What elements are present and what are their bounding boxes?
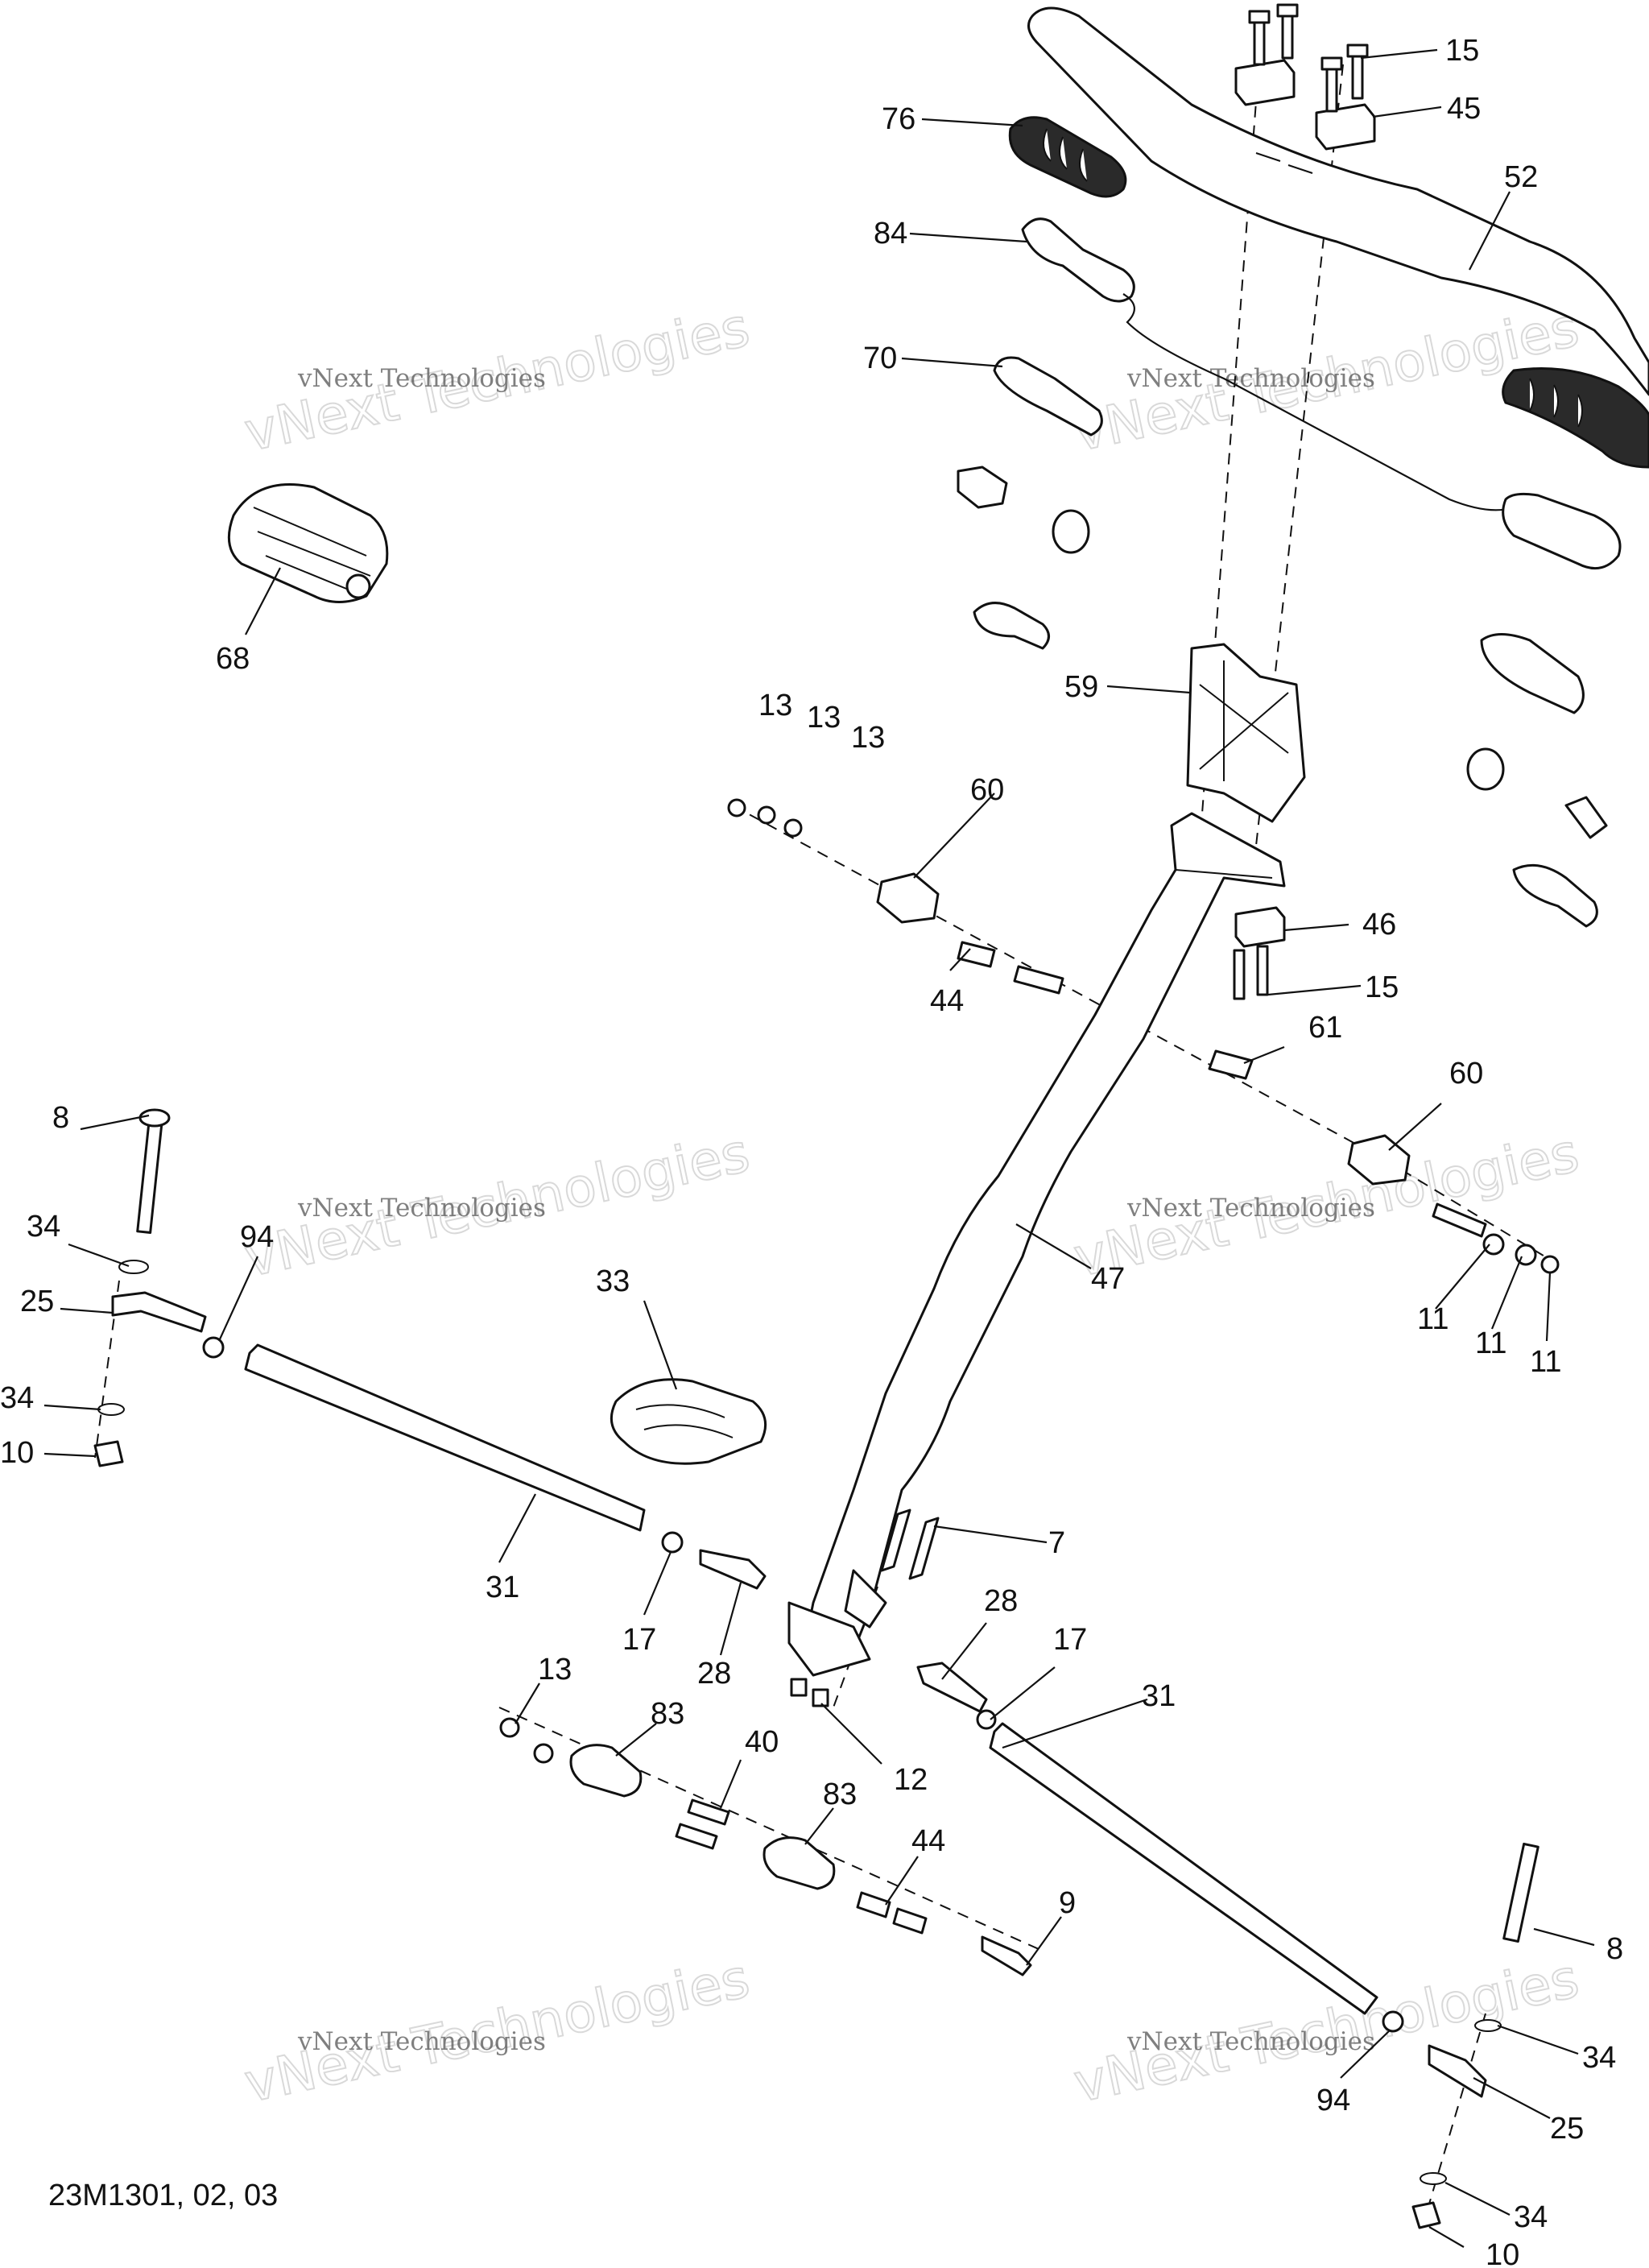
upper-linkage: [727, 798, 1560, 1274]
watermark: vNext Technologies: [297, 1194, 546, 1223]
riser-block: [1186, 643, 1306, 823]
callout-59: 59: [1064, 670, 1098, 704]
figure-reference: 23M1301, 02, 03: [48, 2179, 279, 2212]
callout-17: 17: [1053, 1623, 1087, 1657]
callout-11: 11: [1475, 1326, 1506, 1360]
callout-34: 34: [27, 1210, 60, 1244]
callout-13: 13: [538, 1653, 572, 1687]
callout-31: 31: [486, 1571, 519, 1604]
callout-83: 83: [823, 1778, 857, 1811]
callout-94: 94: [1316, 2084, 1350, 2117]
column-cover: [610, 1378, 767, 1465]
callout-70: 70: [863, 341, 897, 375]
callout-10: 10: [1486, 2238, 1519, 2268]
handguard: [227, 483, 389, 603]
watermark: vNext Technologies: [297, 364, 546, 393]
callout-8: 8: [1606, 1932, 1623, 1966]
handlebar: [1027, 6, 1649, 396]
steering-column: [787, 812, 1286, 1677]
callout-11: 11: [1417, 1302, 1449, 1336]
left-tie-rod: [93, 1108, 767, 1590]
callout-45: 45: [1447, 92, 1481, 126]
callout-83: 83: [651, 1697, 684, 1731]
left-grip: [1008, 116, 1127, 198]
callout-94: 94: [240, 1220, 274, 1254]
watermark: vNext Technologies: [1126, 1194, 1375, 1223]
heated-grip-element: [1021, 217, 1622, 570]
callout-15: 15: [1445, 34, 1479, 68]
callout-84: 84: [874, 217, 907, 250]
callout-52: 52: [1504, 160, 1538, 194]
callout-31: 31: [1142, 1679, 1176, 1713]
riser-clamp: [1234, 3, 1376, 151]
callout-25: 25: [20, 1285, 54, 1318]
watermark: vNext Technologies: [1126, 364, 1375, 393]
watermark: vNext Technologies: [297, 2027, 546, 2056]
callout-9: 9: [1059, 1886, 1076, 1920]
callouts: 15 45 76 52 84 70 68 59 13 13 13 60 46 1…: [0, 34, 1623, 2268]
lower-clamp: [1233, 906, 1286, 1000]
callout-28: 28: [984, 1584, 1018, 1618]
callout-34: 34: [1514, 2200, 1548, 2234]
callout-60: 60: [970, 773, 1004, 807]
callout-17: 17: [622, 1623, 656, 1657]
callout-60: 60: [1449, 1057, 1483, 1091]
callout-13: 13: [807, 701, 841, 735]
spacers: [790, 1678, 829, 1707]
right-tie-rod: [916, 1662, 1539, 2229]
callout-47: 47: [1091, 1262, 1125, 1296]
leader-lines: [43, 48, 1595, 2248]
lower-linkage: [499, 1717, 1032, 1976]
callout-76: 76: [882, 102, 915, 136]
callout-13: 13: [851, 721, 885, 755]
callout-28: 28: [697, 1657, 731, 1691]
callout-10: 10: [0, 1436, 34, 1470]
callout-61: 61: [1308, 1011, 1342, 1045]
callout-44: 44: [930, 984, 964, 1018]
watermark: vNext Technologies: [1126, 2027, 1375, 2056]
callout-34: 34: [1582, 2041, 1616, 2075]
callout-34: 34: [0, 1381, 34, 1415]
callout-7: 7: [1048, 1526, 1065, 1560]
right-grip: [1502, 367, 1649, 469]
callout-13: 13: [758, 689, 792, 722]
callout-8: 8: [52, 1101, 69, 1135]
callout-40: 40: [745, 1725, 779, 1759]
callout-33: 33: [596, 1264, 630, 1298]
callout-68: 68: [216, 642, 250, 676]
callout-12: 12: [894, 1763, 928, 1797]
callout-25: 25: [1550, 2112, 1584, 2146]
column-bolts: [880, 1509, 940, 1580]
callout-44: 44: [911, 1824, 945, 1858]
callout-15: 15: [1365, 971, 1399, 1004]
callout-11: 11: [1530, 1345, 1561, 1379]
callout-46: 46: [1362, 908, 1396, 942]
grip-sleeve: [957, 356, 1608, 928]
